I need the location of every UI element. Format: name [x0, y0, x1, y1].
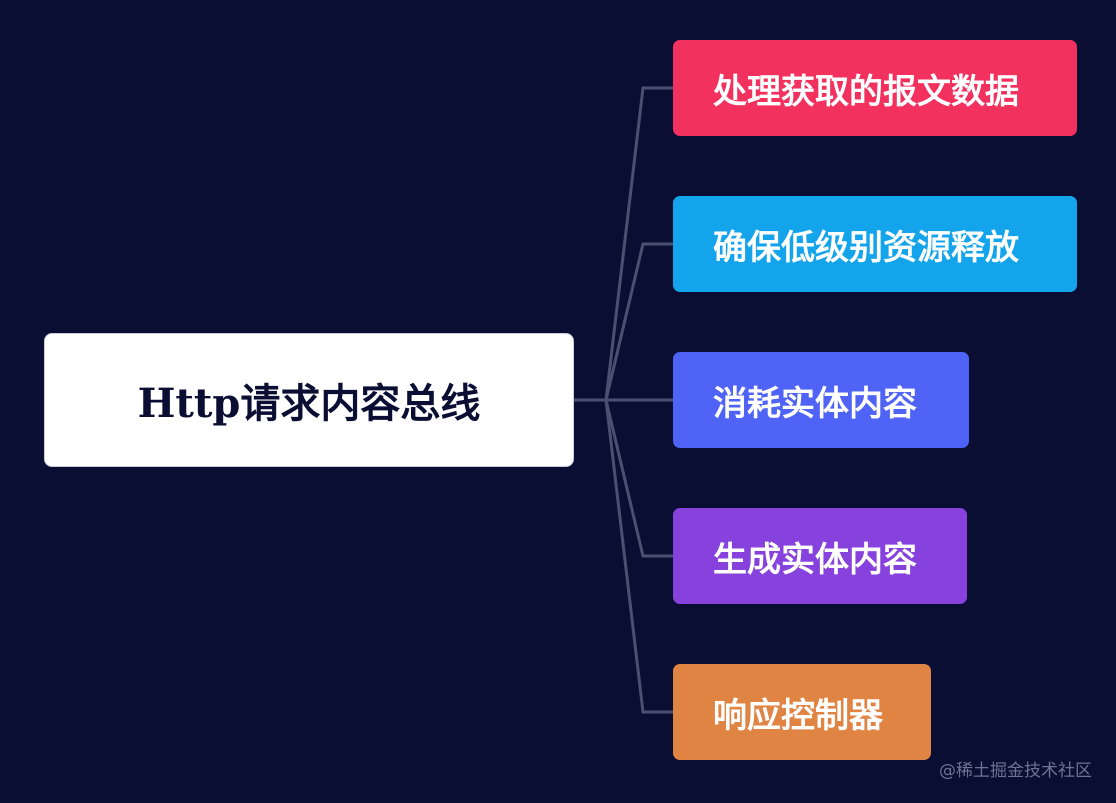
branch-node-label: 消耗实体内容	[713, 383, 917, 424]
watermark-text: @稀土掘金技术社区	[939, 761, 1092, 781]
branch-node-5[interactable]: 响应控制器	[673, 664, 931, 760]
connector-branch-4	[604, 398, 675, 558]
branch-node-label: 生成实体内容	[713, 539, 917, 580]
branch-node-2[interactable]: 确保低级别资源释放	[673, 196, 1077, 292]
connector-branch-5	[604, 398, 675, 714]
branch-node-label: 确保低级别资源释放	[713, 227, 1019, 268]
connector-branch-2	[604, 242, 675, 402]
connector-branch-1	[604, 86, 675, 402]
root-node-label: Http请求内容总线	[137, 380, 481, 427]
branch-node-label: 处理获取的报文数据	[713, 71, 1019, 112]
branch-node-3[interactable]: 消耗实体内容	[673, 352, 969, 448]
branch-node-4[interactable]: 生成实体内容	[673, 508, 967, 604]
branch-node-label: 响应控制器	[713, 695, 883, 736]
branch-node-1[interactable]: 处理获取的报文数据	[673, 40, 1077, 136]
root-node[interactable]: Http请求内容总线	[44, 333, 574, 467]
